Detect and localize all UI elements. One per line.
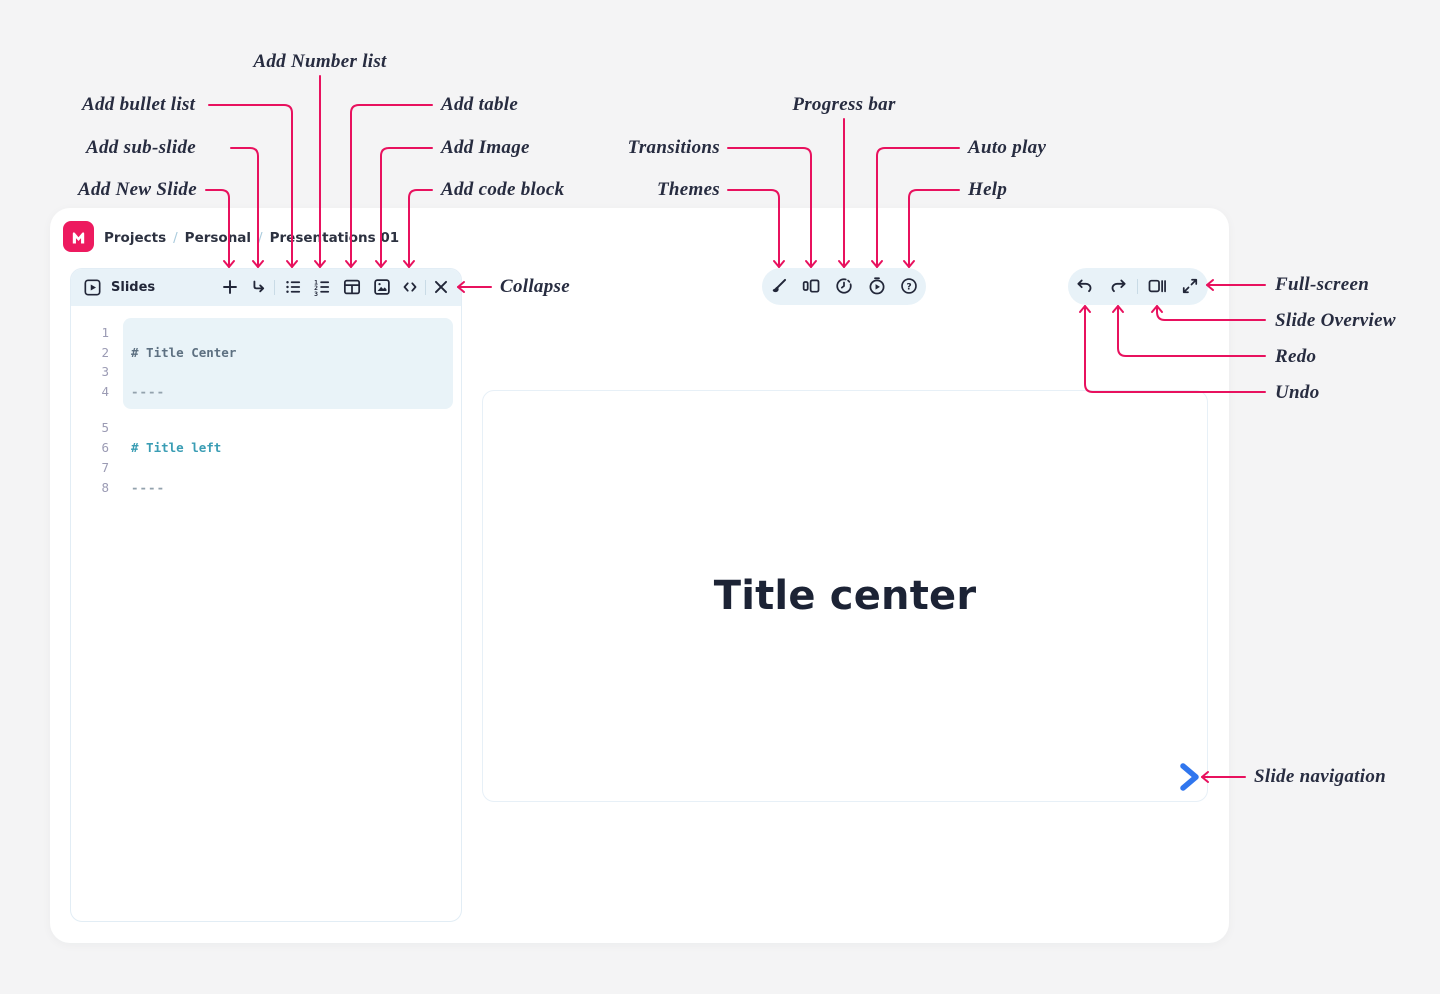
table-icon <box>343 279 361 295</box>
bullet-list-icon <box>286 280 301 294</box>
annotation-redo: Redo <box>1275 346 1317 367</box>
slides-panel-header: Slides 1 2 3 <box>71 269 461 306</box>
annotation-full-screen: Full-screen <box>1275 274 1370 295</box>
app-logo[interactable] <box>63 221 94 252</box>
line-number: 2 <box>101 345 109 360</box>
annotation-collapse: Collapse <box>500 276 570 297</box>
redo-icon <box>1111 279 1126 293</box>
editor-line[interactable]: 8 ---- <box>71 478 461 498</box>
line-text: ---- <box>131 384 166 399</box>
add-slide-plus-icon <box>223 280 237 294</box>
history-toolbar <box>1068 268 1208 305</box>
slides-panel-title: Slides <box>111 280 156 295</box>
annotation-add-number-list: Add Number list <box>253 51 387 72</box>
slides-panel-toggle-button[interactable] <box>80 275 104 299</box>
active-slide-highlight <box>123 318 453 409</box>
editor-line[interactable]: 6 # Title left <box>71 438 461 458</box>
add-sub-slide-icon <box>253 280 265 293</box>
slide-navigation-next-button[interactable] <box>1175 761 1203 793</box>
number-list-icon: 1 2 3 <box>314 278 330 298</box>
add-bullet-list-button[interactable] <box>281 275 305 299</box>
undo-icon <box>1077 279 1092 293</box>
line-text: ---- <box>131 480 166 495</box>
annotation-slide-overview: Slide Overview <box>1275 310 1396 331</box>
add-sub-slide-button[interactable] <box>247 275 271 299</box>
image-icon <box>374 279 390 295</box>
editor-line[interactable]: 1 <box>71 323 461 343</box>
editor-line[interactable]: 4 ---- <box>71 382 461 402</box>
fullscreen-button[interactable] <box>1178 274 1202 298</box>
slide-preview: Title center <box>482 390 1208 802</box>
transitions-icon <box>802 279 820 293</box>
progress-bar-button[interactable] <box>832 274 856 298</box>
editor-line[interactable]: 5 <box>71 418 461 438</box>
slide-title-text: Title center <box>713 573 977 619</box>
slides-panel: Slides 1 2 3 <box>70 268 462 922</box>
fullscreen-icon <box>1182 278 1198 294</box>
annotation-add-image: Add Image <box>441 137 530 158</box>
breadcrumb-item-presentation[interactable]: Presentations 01 <box>269 229 400 246</box>
line-number: 3 <box>101 364 109 379</box>
slide-overview-button[interactable] <box>1145 274 1169 298</box>
line-text: # Title left <box>131 440 222 455</box>
annotation-slide-navigation: Slide navigation <box>1254 766 1387 787</box>
help-button[interactable]: ? <box>897 274 921 298</box>
auto-play-button[interactable] <box>865 274 889 298</box>
annotation-help: Help <box>968 179 1008 200</box>
redo-button[interactable] <box>1106 274 1130 298</box>
annotation-add-new-slide: Add New Slide <box>78 179 197 200</box>
play-square-icon <box>83 278 101 296</box>
logo-m-icon <box>72 232 85 244</box>
toolbar-divider <box>274 280 275 295</box>
undo-button[interactable] <box>1073 274 1097 298</box>
annotation-add-sub-slide: Add sub-slide <box>86 137 196 158</box>
breadcrumb-separator: / <box>173 229 178 246</box>
view-toolbar: ? <box>762 268 926 305</box>
line-number: 6 <box>101 440 109 455</box>
add-number-list-button[interactable]: 1 2 3 <box>310 275 334 299</box>
help-icon: ? <box>901 278 917 294</box>
breadcrumb-item-projects[interactable]: Projects <box>104 229 167 246</box>
autoplay-icon <box>869 277 885 295</box>
annotation-auto-play: Auto play <box>968 137 1047 158</box>
svg-text:?: ? <box>906 281 911 292</box>
breadcrumb-item-personal[interactable]: Personal <box>184 229 252 246</box>
collapse-panel-button[interactable] <box>429 275 453 299</box>
themes-button[interactable] <box>767 274 791 298</box>
breadcrumb: Projects / Personal / Presentations 01 <box>104 229 399 246</box>
line-text: # Title Center <box>131 345 237 360</box>
line-number: 1 <box>101 325 109 340</box>
chevron-right-icon <box>1180 763 1199 791</box>
editor-line[interactable]: 3 <box>71 362 461 382</box>
code-icon <box>403 282 417 292</box>
editor-line[interactable]: 2 # Title Center <box>71 343 461 363</box>
close-icon <box>434 280 448 294</box>
slide-overview-icon <box>1148 279 1166 293</box>
themes-brush-icon <box>772 278 787 293</box>
svg-text:1: 1 <box>314 278 318 286</box>
annotation-undo: Undo <box>1275 382 1320 403</box>
progress-clock-icon <box>836 278 852 294</box>
add-table-button[interactable] <box>340 275 364 299</box>
svg-text:3: 3 <box>314 290 318 298</box>
toolbar-divider <box>1137 279 1138 294</box>
editor-line[interactable]: 7 <box>71 458 461 478</box>
toolbar-divider <box>425 280 426 295</box>
transitions-button[interactable] <box>799 274 823 298</box>
annotation-progress-bar: Progress bar <box>792 94 896 115</box>
add-new-slide-button[interactable] <box>218 275 242 299</box>
annotation-themes: Themes <box>656 179 720 200</box>
annotation-add-table: Add table <box>441 94 519 115</box>
line-number: 4 <box>101 384 109 399</box>
add-image-button[interactable] <box>370 275 394 299</box>
annotation-add-code-block: Add code block <box>441 179 565 200</box>
svg-text:2: 2 <box>314 284 318 292</box>
breadcrumb-separator: / <box>258 229 263 246</box>
annotation-transitions: Transitions <box>627 137 720 158</box>
line-number: 5 <box>101 420 109 435</box>
line-number: 7 <box>101 460 109 475</box>
annotation-add-bullet-list: Add bullet list <box>82 94 196 115</box>
add-code-block-button[interactable] <box>398 275 422 299</box>
line-number: 8 <box>101 480 109 495</box>
